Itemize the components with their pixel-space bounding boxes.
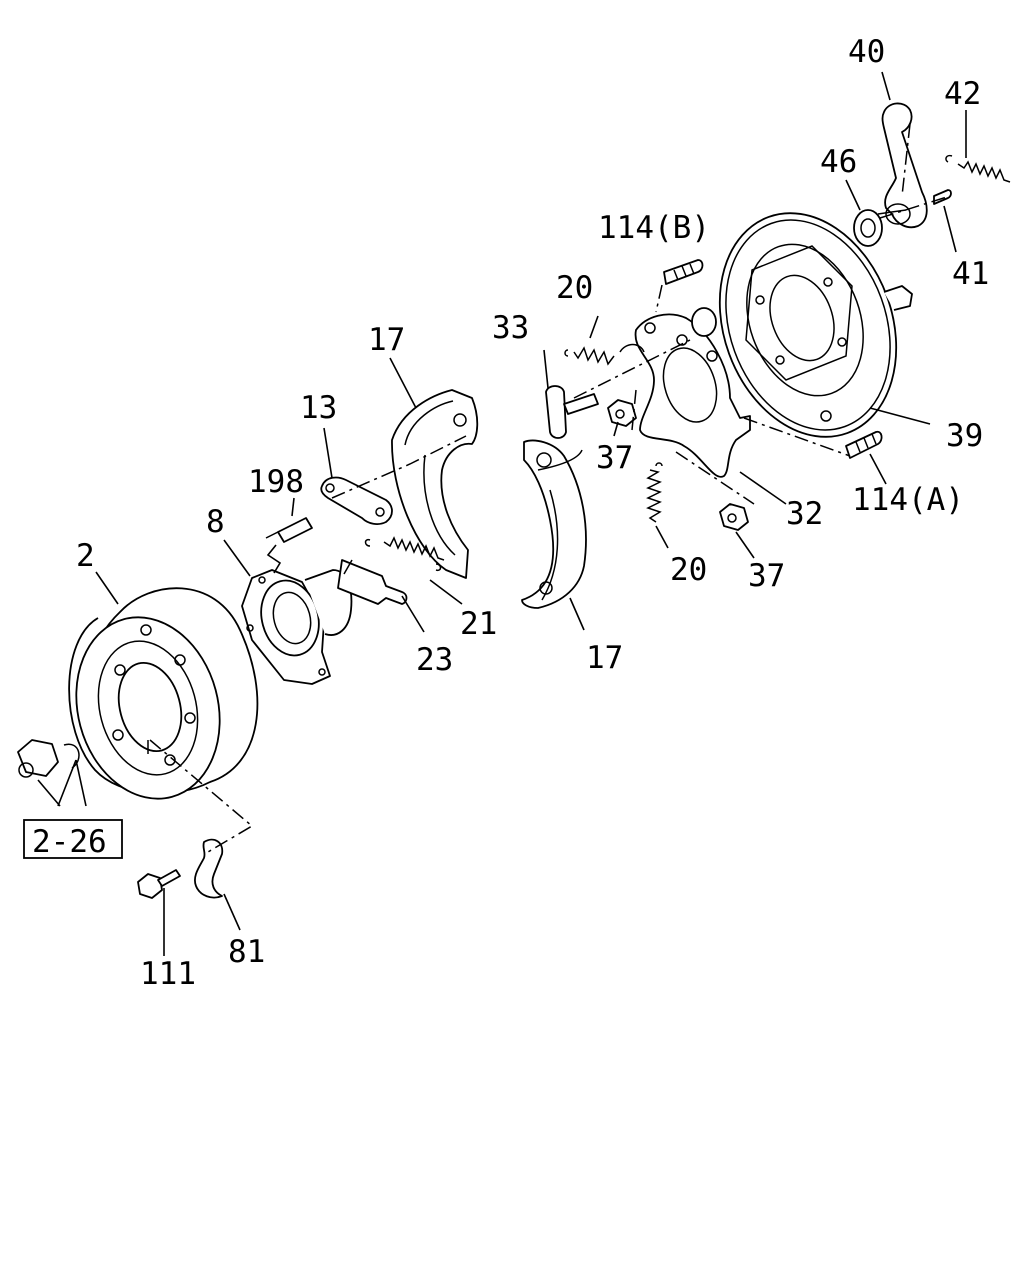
label-13: 13 [300, 390, 337, 426]
clip [194, 838, 224, 899]
label-39: 39 [946, 418, 983, 454]
brake-shoe-upper [391, 389, 479, 579]
cam-pin [545, 385, 599, 439]
reference-box-2-26[interactable]: 2-26 [23, 819, 123, 860]
nut-37-upper [607, 399, 637, 427]
label-37-upper: 37 [596, 440, 633, 476]
label-8: 8 [206, 504, 225, 540]
brake-drum [68, 587, 259, 800]
leader-lines [37, 71, 967, 956]
washer [853, 209, 883, 247]
label-37-lower: 37 [748, 558, 785, 594]
label-41: 41 [952, 256, 989, 292]
label-198: 198 [248, 464, 304, 500]
shoe-link-plate [320, 476, 393, 525]
label-81: 81 [228, 934, 265, 970]
label-17-lower: 17 [586, 640, 623, 676]
label-2-26: 2-26 [32, 824, 107, 860]
anchor-pin [337, 559, 408, 605]
hub-nut [17, 739, 80, 778]
label-46: 46 [820, 144, 857, 180]
spring-21 [364, 536, 445, 572]
label-21: 21 [460, 606, 497, 642]
label-42: 42 [944, 76, 981, 112]
label-40: 40 [848, 34, 885, 70]
lever-pin [933, 189, 952, 205]
label-20-upper: 20 [556, 270, 593, 306]
label-2: 2 [76, 538, 95, 574]
lever [877, 102, 928, 229]
bolt-114-b [663, 259, 704, 285]
label-111: 111 [140, 956, 196, 992]
label-114-a: 114(A) [852, 482, 964, 518]
wheel-hub [241, 569, 353, 685]
brake-shoe-lower [521, 439, 587, 609]
spring-20-lower [646, 462, 663, 523]
label-33: 33 [492, 310, 529, 346]
spring-42 [945, 154, 1011, 183]
bolt-114-a [845, 430, 883, 459]
spring-20-upper [564, 346, 615, 366]
assembly-lines [149, 123, 951, 853]
label-20-lower: 20 [670, 552, 707, 588]
backing-plate [691, 212, 913, 438]
label-17-upper: 17 [368, 322, 405, 358]
bolt-111 [137, 869, 181, 899]
label-114-b: 114(B) [598, 210, 710, 246]
nut-37-lower [719, 503, 749, 531]
label-23: 23 [416, 642, 453, 678]
label-32: 32 [786, 496, 823, 532]
hub-bolt [265, 517, 313, 574]
